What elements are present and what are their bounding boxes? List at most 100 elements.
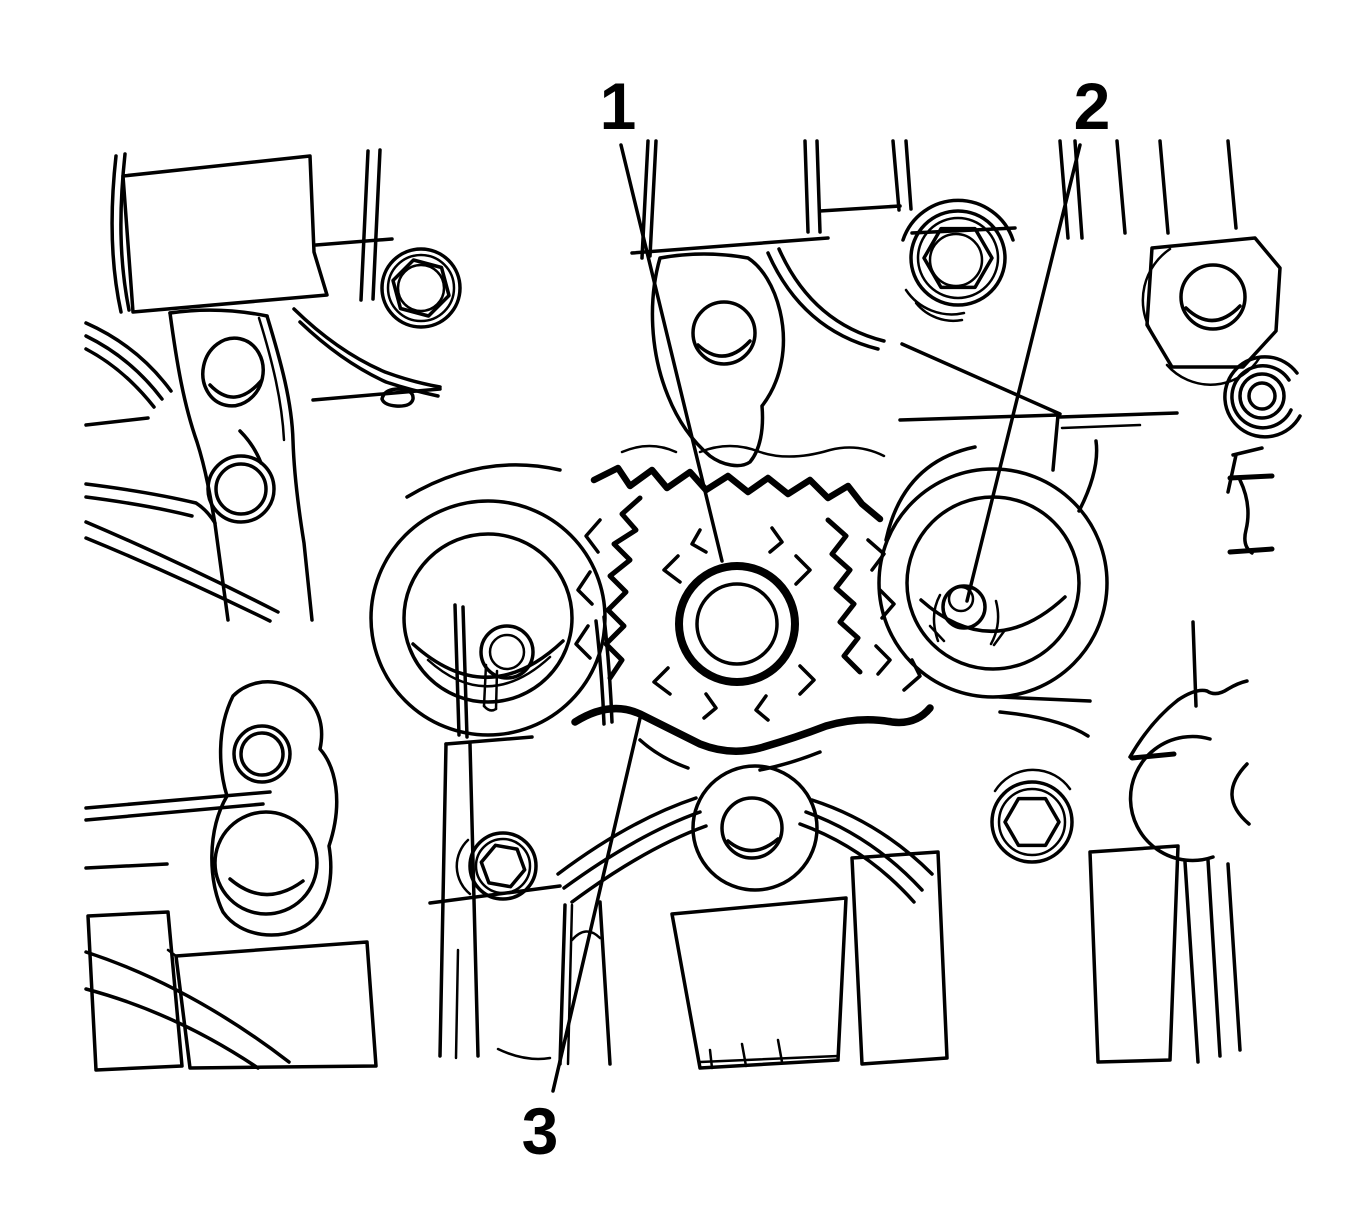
strap-line	[359, 149, 370, 302]
lobe-hole-crescent	[696, 339, 752, 358]
nozzle-arc	[989, 599, 1000, 646]
bore-inner-arc	[426, 655, 552, 688]
saddle-arc	[777, 247, 886, 343]
bearing-arc	[84, 520, 280, 614]
sealant-flame	[878, 588, 896, 620]
ledge-arc	[84, 495, 194, 518]
sealant-tick	[652, 666, 672, 696]
saddle-arc	[766, 251, 880, 351]
rocker-oval-hole	[201, 336, 265, 408]
sealant-splash	[571, 444, 934, 772]
block-tick	[740, 1042, 748, 1068]
shelf-line	[1129, 751, 1177, 761]
crank-arc	[84, 987, 260, 1070]
counterweight-crescent	[1230, 762, 1251, 826]
lobe-outline	[650, 252, 786, 468]
edge-bracket-diagonal	[1226, 453, 1238, 494]
edge-ring	[1247, 381, 1277, 411]
sealant-tick	[794, 554, 812, 586]
saddle-arc	[556, 796, 698, 876]
strap-line	[891, 139, 901, 212]
plug-ring-outer	[675, 562, 799, 686]
bolt-washer-inner	[386, 253, 456, 323]
hex-bolt-top-right	[901, 198, 1015, 322]
callouts: 1 2 3	[522, 69, 1111, 1168]
bore-inner-arc	[411, 639, 565, 679]
plate-hole	[1179, 263, 1247, 331]
bore-pin-inner	[488, 633, 526, 671]
bearing-cap-block	[174, 940, 378, 1070]
rocker-top-edge	[168, 308, 269, 318]
rocker-ring-hole	[232, 724, 292, 784]
sealant-streak	[638, 738, 690, 770]
bolt-hex-head	[922, 226, 994, 290]
bolt-hex-head	[479, 843, 527, 889]
bore-top-flange-arc	[405, 463, 562, 499]
nozzle-hatch	[928, 624, 946, 643]
plug-ring-inner	[695, 582, 779, 666]
wavy-edge	[1128, 679, 1249, 759]
lower-boss-hole	[720, 796, 784, 860]
strap-line	[1183, 860, 1200, 1064]
bearing-cap-block	[1088, 844, 1180, 1064]
block-bottom-line	[698, 1054, 840, 1064]
sealant-right-border	[825, 517, 863, 675]
bolt-washer-arc	[901, 198, 1015, 242]
top-center-lobe	[650, 252, 786, 468]
bolt-washer-inner	[474, 837, 532, 895]
rocker-outline	[210, 680, 339, 937]
callout-2-label: 2	[1074, 69, 1111, 143]
top-left-bracket	[121, 154, 329, 314]
shelf-line	[84, 862, 169, 870]
bore-inner-arc	[919, 595, 1067, 633]
rocker-ring-hole-inner	[239, 731, 285, 777]
cap-edge-line	[428, 884, 562, 905]
gasket-wave	[698, 444, 886, 458]
callout-1-label: 1	[600, 69, 637, 143]
sealant-bead	[571, 704, 934, 755]
left-edge-arc	[84, 347, 156, 409]
bore-right-arc	[1077, 439, 1099, 513]
bracket-left-edge	[110, 154, 123, 314]
edge-bracket-shelf	[1227, 546, 1275, 555]
ledge-line	[1058, 411, 1179, 419]
bearing-arc	[84, 536, 272, 623]
bolt-washer	[990, 780, 1074, 864]
bearing-cap-block	[670, 896, 848, 1070]
sealant-tick	[768, 526, 784, 554]
bolt-washer-arc	[455, 838, 472, 896]
strap-line	[1206, 858, 1222, 1058]
lower-hole-crescent	[726, 837, 780, 853]
hex-plate	[1145, 236, 1282, 369]
edge-ring-arc	[1230, 364, 1293, 430]
bolt-washer-inner	[916, 216, 1000, 300]
bore-ring	[905, 495, 1081, 671]
sealant-top-bead	[590, 464, 884, 523]
block-edge	[900, 342, 1062, 416]
strap-line	[1226, 862, 1242, 1052]
strap-line	[454, 948, 460, 1060]
strap-line	[815, 139, 822, 234]
sealant-flame	[584, 518, 602, 554]
sealant-streak	[758, 750, 822, 772]
rocker-large-hole	[213, 810, 319, 916]
plate-lobe-arc	[1141, 247, 1172, 333]
strap-line	[904, 139, 913, 211]
strap-line	[1058, 139, 1070, 240]
sealant-left-border	[603, 495, 643, 681]
right-main-bore	[877, 439, 1109, 699]
sealant-tick	[690, 528, 708, 554]
lobe-hole	[691, 300, 757, 366]
oval-hole-crescent	[208, 379, 263, 399]
strap-line	[1115, 139, 1127, 235]
ledge-line	[84, 790, 272, 810]
callout-3-label: 3	[522, 1094, 559, 1168]
edge-ring-arc	[1223, 355, 1302, 439]
strap-line	[438, 742, 448, 1058]
bolt-washer-inner	[997, 787, 1067, 857]
ledge-line	[84, 802, 265, 822]
ledge-hook	[1051, 413, 1060, 472]
left-rocker-upper	[84, 308, 314, 623]
edge-bracket	[1231, 446, 1264, 457]
strap-line	[598, 900, 612, 1066]
